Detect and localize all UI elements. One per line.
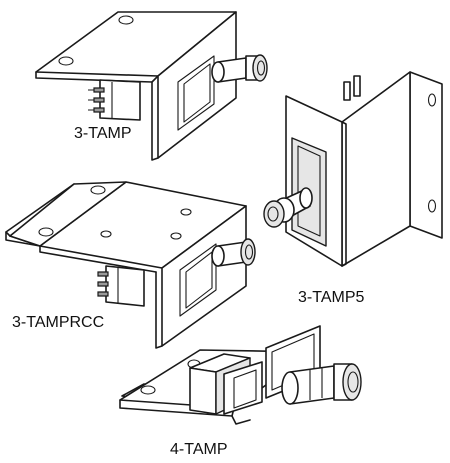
label-3-tamprcc: 3-TAMPRCC <box>12 314 105 331</box>
label-3-tamp5: 3-TAMP5 <box>298 289 365 306</box>
switch-3-tamp5 <box>263 71 443 267</box>
label-3-tamp: 3-TAMP <box>74 125 132 142</box>
switch-4-tamp <box>119 325 362 425</box>
switch-3-tamprcc <box>5 181 256 349</box>
label-4-tamp: 4-TAMP <box>170 441 228 458</box>
switch-3-tamp <box>35 11 268 161</box>
